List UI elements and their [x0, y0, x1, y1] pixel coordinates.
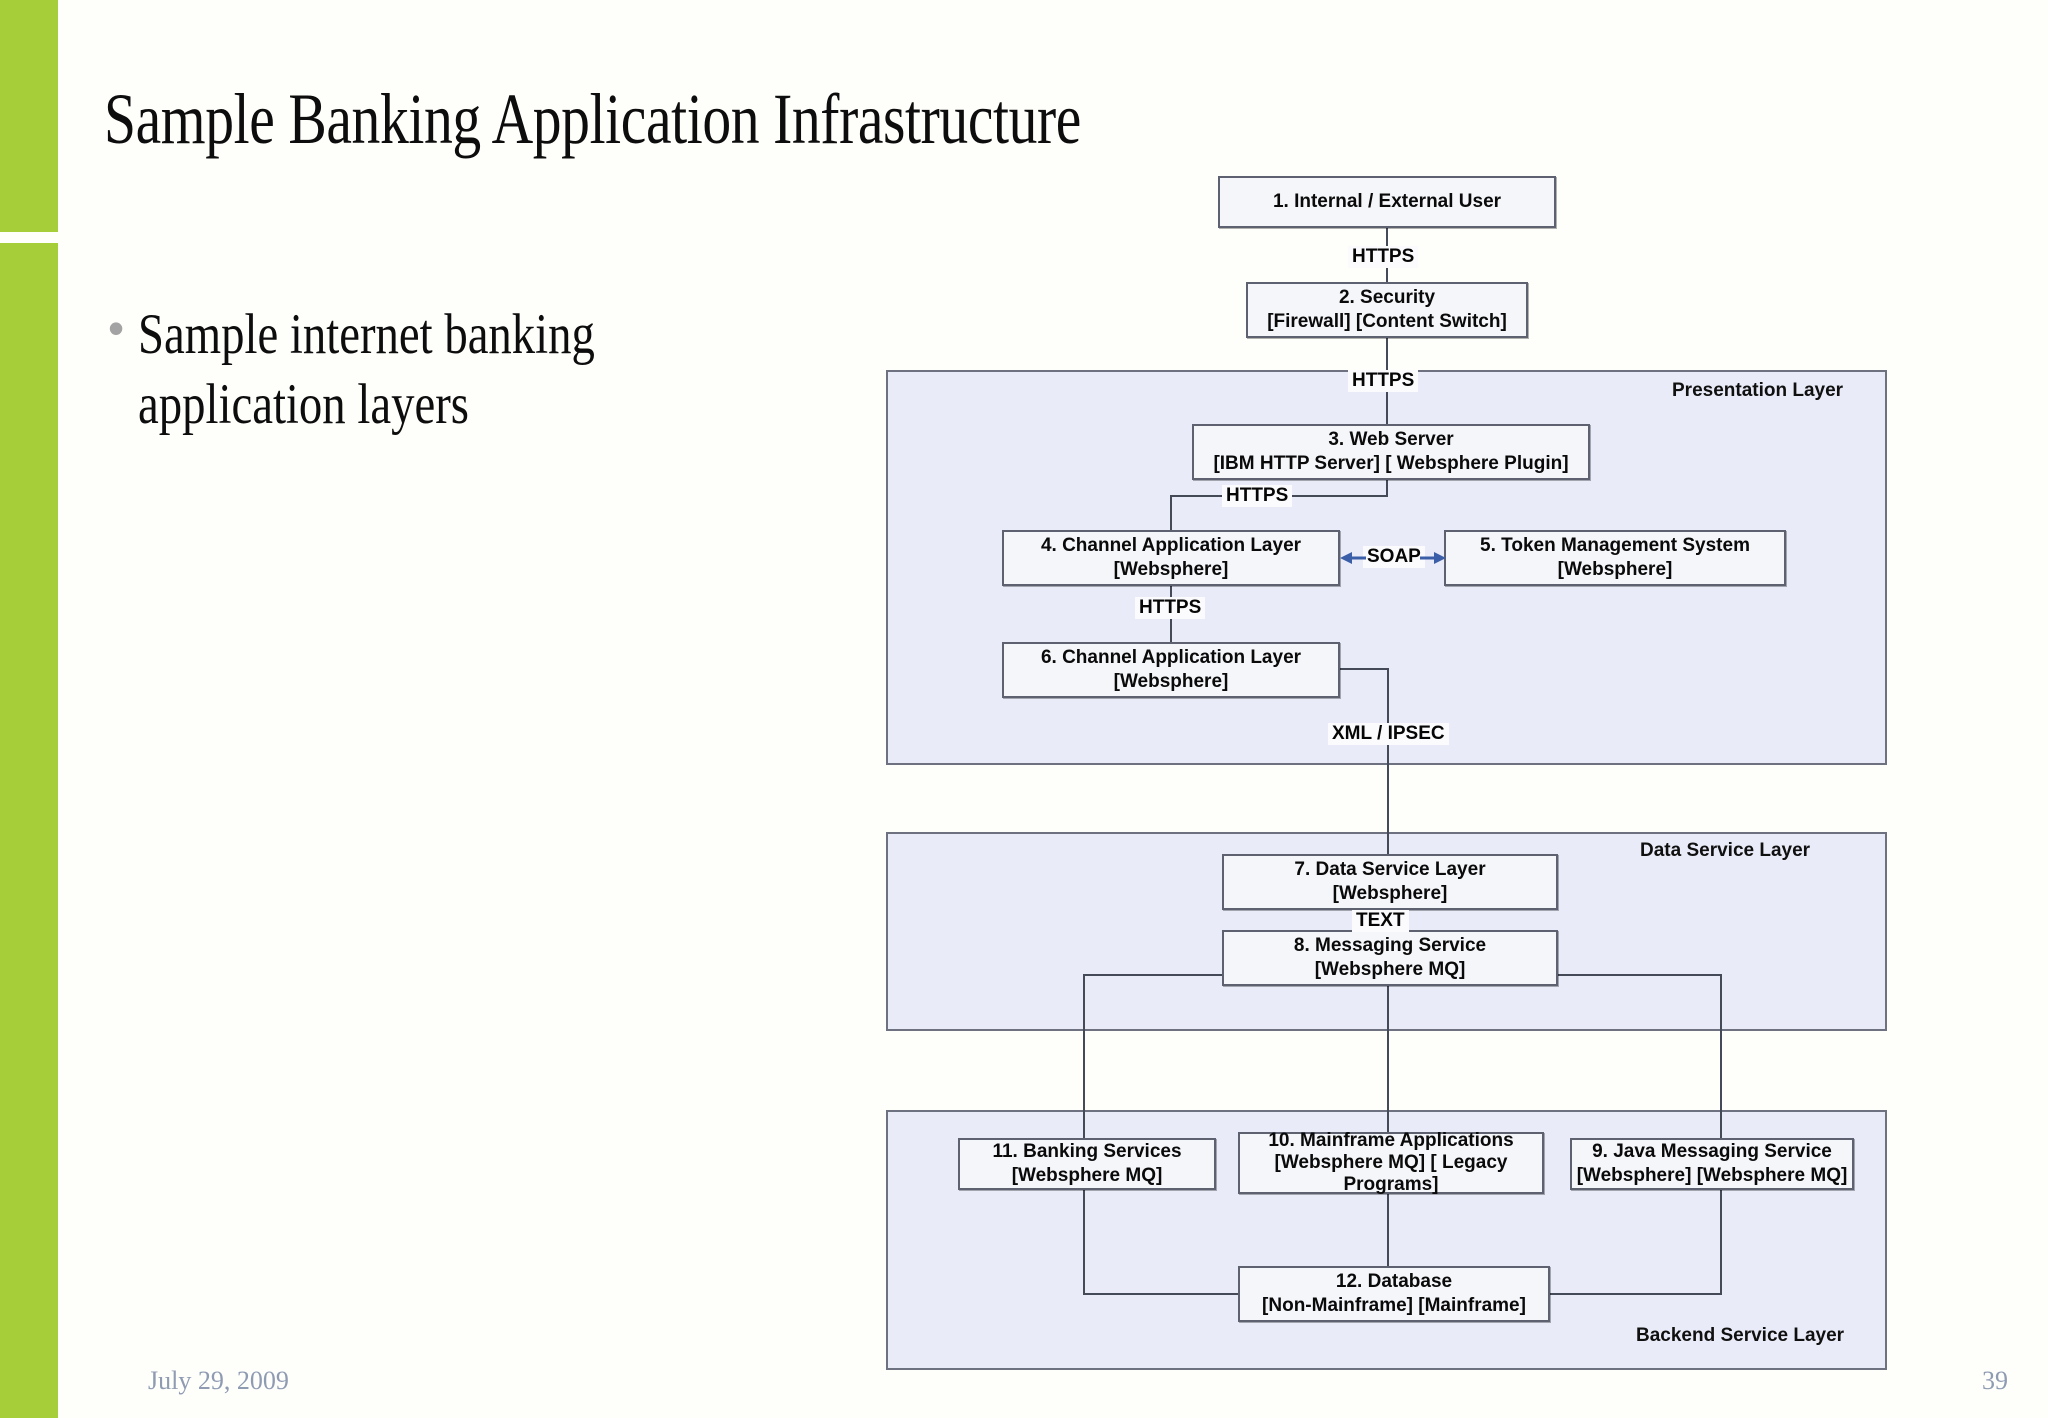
node-4-line1: 4. Channel Application Layer	[1040, 535, 1302, 556]
node-10-line1: 10. Mainframe Applications	[1268, 1130, 1514, 1151]
node-banking-services[interactable]: 11. Banking Services [Websphere MQ]	[958, 1138, 1216, 1190]
node-6-line1: 6. Channel Application Layer	[1040, 647, 1302, 668]
node-8-line2: [Websphere MQ]	[1314, 959, 1466, 980]
node-2-line1: 2. Security	[1338, 287, 1436, 308]
node-9-line2: [Websphere] [Websphere MQ]	[1576, 1165, 1848, 1186]
connector-3-4-seg3	[1170, 495, 1172, 530]
node-messaging-service[interactable]: 8. Messaging Service [Websphere MQ]	[1222, 930, 1558, 986]
node-4-line2: [Websphere]	[1113, 559, 1229, 580]
node-internal-external-user[interactable]: 1. Internal / External User	[1218, 176, 1556, 228]
node-3-line1: 3. Web Server	[1328, 429, 1454, 450]
node-12-line2: [Non-Mainframe] [Mainframe]	[1262, 1295, 1526, 1316]
node-8-line1: 8. Messaging Service	[1293, 935, 1487, 956]
edge-label-text-7-8: TEXT	[1352, 910, 1409, 932]
footer-page-number: 39	[1982, 1366, 2008, 1395]
edge-label-https-3-4: HTTPS	[1222, 485, 1293, 507]
node-1-line1: 1. Internal / External User	[1272, 191, 1502, 212]
connector-11-12-seg2	[1083, 1293, 1240, 1295]
connector-10-12	[1387, 1194, 1389, 1266]
connector-8-9-seg1	[1556, 974, 1722, 976]
node-data-service-layer[interactable]: 7. Data Service Layer [Websphere]	[1222, 854, 1558, 910]
layer-label-data-service: Data Service Layer	[1640, 840, 1811, 861]
node-channel-application-layer-6[interactable]: 6. Channel Application Layer [Websphere]	[1002, 642, 1340, 698]
node-10-line2: [Websphere MQ] [ Legacy Programs]	[1274, 1152, 1508, 1195]
node-9-line1: 9. Java Messaging Service	[1592, 1141, 1832, 1162]
accent-bar-bottom	[0, 243, 58, 1418]
node-mainframe-applications[interactable]: 10. Mainframe Applications [Websphere MQ…	[1238, 1130, 1544, 1195]
connector-8-11-seg2	[1083, 974, 1085, 1138]
connector-11-12-seg1	[1083, 1190, 1085, 1294]
edge-label-soap-4-5: SOAP	[1363, 546, 1425, 568]
connector-8-10	[1387, 986, 1389, 1132]
connector-9-12-seg2	[1548, 1293, 1722, 1295]
connector-3-4-seg1	[1386, 480, 1388, 496]
connector-8-9-seg2	[1720, 974, 1722, 1138]
node-6-line2: [Websphere]	[1113, 671, 1229, 692]
layer-label-presentation: Presentation Layer	[1672, 380, 1844, 401]
edge-label-https-4-6: HTTPS	[1135, 597, 1206, 619]
connector-8-11-seg1	[1083, 974, 1224, 976]
node-11-line1: 11. Banking Services	[992, 1141, 1182, 1162]
footer-date: July 29, 2009	[148, 1366, 289, 1395]
node-12-line1: 12. Database	[1335, 1271, 1453, 1292]
connector-6-7-seg2	[1387, 668, 1389, 856]
node-token-management-system[interactable]: 5. Token Management System [Websphere]	[1444, 530, 1786, 586]
soap-bidirectional-arrow-icon	[1340, 552, 1446, 564]
node-5-line1: 5. Token Management System	[1480, 535, 1750, 556]
edge-label-xml-ipsec-6-7: XML / IPSEC	[1328, 723, 1449, 745]
node-2-line2: [Firewall] [Content Switch]	[1267, 311, 1507, 332]
bullet-text: Sample internet banking application laye…	[138, 303, 596, 436]
bullet-dot-icon: •	[108, 302, 125, 354]
node-7-line2: [Websphere]	[1332, 883, 1448, 904]
node-3-line2: [IBM HTTP Server] [ Websphere Plugin]	[1213, 453, 1569, 474]
body-bullet-item: • Sample internet banking application la…	[108, 300, 808, 440]
node-5-line2: [Websphere]	[1557, 559, 1673, 580]
edge-label-https-2-3: HTTPS	[1348, 370, 1419, 392]
node-channel-application-layer-4[interactable]: 4. Channel Application Layer [Websphere]	[1002, 530, 1340, 586]
node-web-server[interactable]: 3. Web Server [IBM HTTP Server] [ Websph…	[1192, 424, 1590, 480]
node-7-line1: 7. Data Service Layer	[1294, 859, 1486, 880]
node-11-line2: [Websphere MQ]	[1011, 1165, 1163, 1186]
page-title: Sample Banking Application Infrastructur…	[104, 79, 1081, 159]
connector-9-12-seg1	[1720, 1190, 1722, 1294]
node-security[interactable]: 2. Security [Firewall] [Content Switch]	[1246, 282, 1528, 338]
layer-label-backend-service: Backend Service Layer	[1636, 1325, 1845, 1346]
accent-bar-top	[0, 0, 58, 232]
node-java-messaging-service[interactable]: 9. Java Messaging Service [Websphere] [W…	[1570, 1138, 1854, 1190]
edge-label-https-1-2: HTTPS	[1348, 246, 1419, 268]
connector-6-7-seg1	[1338, 668, 1388, 670]
node-database[interactable]: 12. Database [Non-Mainframe] [Mainframe]	[1238, 1266, 1550, 1322]
